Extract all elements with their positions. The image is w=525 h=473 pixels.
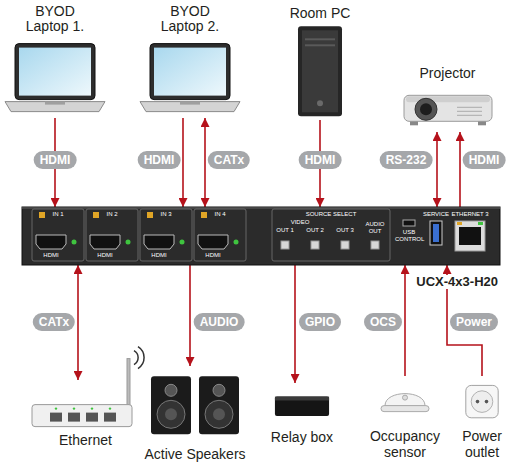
signal-tag: CATx (208, 151, 250, 169)
device-label: Projector (400, 66, 495, 81)
signal-tag: HDMI (299, 151, 342, 169)
signal-connector (436, 132, 438, 207)
signal-tag: HDMI (463, 151, 506, 169)
device-label: Occupancy sensor (363, 429, 447, 460)
ethernet-router: Ethernet (26, 380, 145, 448)
device-label: Relay box (262, 430, 342, 445)
speakers-icon (149, 366, 241, 445)
relay-box: Relay box (260, 383, 344, 445)
signal-connector (77, 265, 79, 380)
signal-tag: GPIO (299, 313, 341, 331)
laptop-device: BYOD Laptop 2. (140, 4, 240, 118)
panel-label: OUT 3 (333, 227, 357, 234)
panel-label: IN 3 (156, 211, 176, 218)
projector-device: Projector (398, 66, 497, 132)
panel-label: SERVICE (421, 211, 451, 218)
signal-tag: Power (450, 313, 498, 331)
panel-label: OUT 1 (273, 227, 297, 234)
signal-connector (189, 265, 191, 366)
relay-icon (273, 383, 331, 428)
device-label: Room PC (280, 6, 360, 21)
panel-label: SOURCE SELECT (296, 211, 366, 218)
signal-tag: CATx (33, 313, 75, 331)
occupancy-sensor: Occupancy sensor (361, 376, 449, 460)
occupancy-icon (379, 376, 431, 427)
panel-label: IN 1 (48, 211, 68, 218)
panel-label: IN 2 (102, 211, 122, 218)
signal-connector (182, 118, 184, 207)
panel-label: IN 4 (210, 211, 230, 218)
device-label: Active Speakers (140, 447, 250, 462)
device-label: BYOD Laptop 1. (17, 4, 93, 35)
laptop-device: BYOD Laptop 1. (5, 4, 105, 118)
panel-label: USB CONTROL (395, 229, 423, 243)
device-label: Power outlet (450, 429, 514, 460)
router-icon (30, 380, 142, 431)
signal-connector (459, 132, 461, 207)
signal-tag: RS-232 (380, 151, 433, 169)
signal-tag: HDMI (34, 151, 77, 169)
power-outlet: Power outlet (448, 376, 516, 460)
signal-connector (204, 118, 206, 207)
pc-tower: Room PC (278, 6, 362, 120)
signal-tag: HDMI (138, 151, 181, 169)
device-label: Ethernet (28, 433, 143, 448)
signal-connector (404, 265, 406, 376)
panel-label: VIDEO (285, 219, 315, 226)
panel-label: HDMI (93, 252, 117, 259)
model-name: UCX-4x3-H20 (414, 275, 500, 289)
speaker-pair: Active Speakers (138, 366, 252, 462)
signal-connector (294, 265, 296, 383)
panel-label: HDMI (39, 252, 63, 259)
signal-tag: OCS (364, 313, 402, 331)
laptop-icon (140, 37, 240, 118)
switcher-unit: UCX-4x3-H20IN 1HDMIIN 2HDMIIN 3HDMIIN 4H… (22, 207, 500, 265)
signal-tag: AUDIO (194, 313, 245, 331)
laptop-icon (5, 37, 105, 118)
tower-icon (297, 23, 343, 120)
outlet-icon (464, 376, 500, 427)
panel-label: ETHERNET 3 (450, 211, 490, 218)
projector-icon (402, 83, 494, 132)
panel-label: HDMI (201, 252, 225, 259)
panel-label: AUDIO OUT (364, 221, 386, 235)
panel-label: HDMI (147, 252, 171, 259)
panel-label: OUT 2 (303, 227, 327, 234)
device-label: BYOD Laptop 2. (152, 4, 228, 35)
